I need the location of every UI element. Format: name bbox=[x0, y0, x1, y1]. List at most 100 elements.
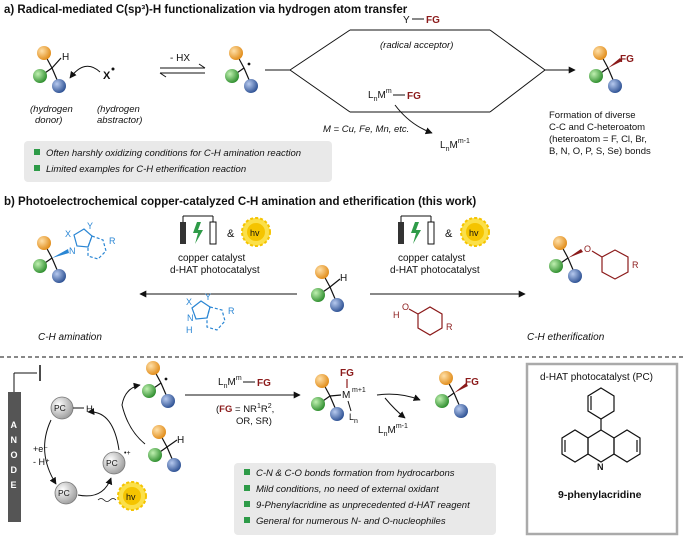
pc-h-species: PC H bbox=[50, 396, 93, 420]
svg-text:D: D bbox=[11, 465, 18, 475]
oh-nucleophile: H O R bbox=[393, 302, 453, 336]
advantage-bullet-2: Mild conditions, no need of external oxi… bbox=[256, 484, 439, 495]
svg-text:O: O bbox=[11, 450, 18, 460]
svg-text:E: E bbox=[11, 480, 17, 490]
metal-release-arrow bbox=[394, 104, 433, 135]
svg-text:&: & bbox=[445, 228, 453, 240]
advantages-box bbox=[234, 463, 496, 535]
svg-text:hv: hv bbox=[126, 492, 136, 502]
electrolysis-icon-right bbox=[398, 215, 435, 245]
svg-text:H: H bbox=[340, 273, 347, 284]
advantage-bullet-4: General for numerous N- and O-nucleophil… bbox=[256, 516, 446, 527]
svg-text:•+: •+ bbox=[124, 450, 131, 457]
radical-acceptor-label: (radical acceptor) bbox=[380, 40, 453, 51]
svg-text:X: X bbox=[65, 229, 71, 239]
oxidation-arrow bbox=[44, 419, 57, 485]
functionalized-product-a: FG bbox=[589, 46, 634, 93]
svg-text:(hydrogen: (hydrogen bbox=[97, 104, 140, 115]
svg-text:FG: FG bbox=[340, 368, 354, 379]
advantage-bullet-3: 9-Phenylacridine as unprecedented d-HAT … bbox=[256, 500, 470, 511]
nh-nucleophile: N H X Y R bbox=[186, 292, 235, 335]
etherification-product: O R bbox=[549, 236, 639, 283]
pathway-hexagon bbox=[265, 29, 576, 113]
svg-text:- H⁺: - H⁺ bbox=[33, 457, 50, 467]
svg-text:(heteroatom = F, Cl, Br,: (heteroatom = F, Cl, Br, bbox=[549, 134, 647, 145]
amination-product: N X Y R bbox=[33, 221, 116, 283]
svg-text:copper catalyst: copper catalyst bbox=[178, 253, 245, 264]
panel-a-title: a) Radical-mediated C(sp³)-H functionali… bbox=[4, 4, 408, 16]
svg-text:R: R bbox=[632, 260, 639, 270]
panel-b-title: b) Photoelectrochemical copper-catalyzed… bbox=[4, 196, 476, 208]
metal-fg-reagent: LnMm FG bbox=[368, 88, 421, 103]
svg-text:X: X bbox=[186, 297, 192, 307]
acridine-n: N bbox=[597, 462, 604, 472]
svg-text:H: H bbox=[186, 325, 193, 335]
hat-arrow bbox=[87, 408, 120, 451]
metal-complex: FG M m+1 Ln bbox=[311, 368, 366, 425]
svg-text:M: M bbox=[342, 390, 350, 401]
svg-text:H: H bbox=[86, 404, 93, 415]
svg-text:B, N, O, P, S, Se) bonds: B, N, O, P, S, Se) bonds bbox=[549, 146, 651, 157]
amination-label: C-H amination bbox=[38, 332, 102, 343]
svg-text:+e⁻: +e⁻ bbox=[33, 444, 48, 454]
lnmm1-cycle-label: LnMm-1 bbox=[378, 423, 408, 438]
equilibrium-arrows bbox=[159, 63, 206, 78]
svg-text:FG: FG bbox=[465, 377, 479, 388]
svg-text:N: N bbox=[69, 246, 76, 256]
lnmm-fg-label: LnMm bbox=[218, 375, 242, 390]
alkyl-radical-cycle bbox=[142, 361, 175, 408]
svg-text:N: N bbox=[187, 313, 194, 323]
light-icon-cycle: PC hv bbox=[117, 481, 147, 511]
fishhook-arrow bbox=[69, 65, 101, 79]
lnmm1-label: LnMm-1 bbox=[440, 138, 470, 153]
limitations-box bbox=[24, 141, 332, 182]
svg-text:d-HAT photocatalyst: d-HAT photocatalyst bbox=[390, 265, 480, 276]
svg-text:&: & bbox=[227, 228, 235, 240]
svg-text:Y: Y bbox=[205, 292, 211, 302]
svg-text:O: O bbox=[584, 244, 591, 254]
svg-text:donor): donor) bbox=[35, 115, 62, 126]
svg-text:Ln: Ln bbox=[349, 412, 358, 425]
svg-text:hv: hv bbox=[469, 228, 479, 238]
svg-text:A: A bbox=[11, 420, 18, 430]
svg-text:R: R bbox=[446, 322, 453, 332]
reductive-elimination-arrow bbox=[376, 393, 421, 401]
fg-label: FG bbox=[426, 15, 440, 26]
fg-definition-1: (FG = NR1R2, bbox=[216, 403, 274, 415]
photocatalyst-box bbox=[525, 362, 679, 536]
anode-electrode: A N O D E bbox=[8, 365, 41, 522]
svg-text:H: H bbox=[393, 310, 400, 320]
svg-text:abstractor): abstractor) bbox=[97, 115, 142, 126]
svg-text:O: O bbox=[402, 302, 409, 312]
substrate-molecule: H bbox=[311, 265, 347, 312]
svg-text:N: N bbox=[11, 435, 18, 445]
advantage-bullet-1: C-N & C-O bonds formation from hydrocarb… bbox=[256, 468, 455, 479]
light-icon-left: hv bbox=[241, 217, 271, 247]
limitation-bullet-2: Limited examples for C-H etherification … bbox=[46, 164, 246, 175]
final-product: FG bbox=[435, 371, 479, 418]
photocatalyst-name: 9-phenylacridine bbox=[558, 489, 642, 501]
svg-text:FG: FG bbox=[257, 378, 271, 389]
svg-text:copper catalyst: copper catalyst bbox=[398, 253, 465, 264]
svg-text:Y: Y bbox=[87, 221, 93, 231]
metals-label: M = Cu, Fe, Mn, etc. bbox=[323, 124, 409, 135]
minus-hx-label: - HX bbox=[170, 53, 190, 64]
svg-text:hv: hv bbox=[250, 228, 260, 238]
svg-text:Formation of diverse: Formation of diverse bbox=[549, 110, 636, 121]
electrolysis-icon-left bbox=[180, 215, 217, 245]
svg-text:LnMm: LnMm bbox=[368, 88, 392, 103]
light-wavy bbox=[97, 498, 117, 502]
svg-text:H: H bbox=[177, 435, 184, 446]
svg-text:R: R bbox=[228, 306, 235, 316]
svg-text:PC: PC bbox=[106, 458, 118, 468]
excitation-arrow bbox=[77, 477, 113, 497]
pc-ground-state: PC bbox=[54, 481, 78, 505]
pc-excited-species: PC •+ bbox=[102, 450, 131, 475]
photocatalyst-box-title: d-HAT photocatalyst (PC) bbox=[540, 372, 653, 383]
y-label: Y bbox=[403, 15, 410, 26]
svg-text:H: H bbox=[62, 52, 69, 63]
phenylacridine-structure bbox=[561, 387, 641, 463]
radical-formation-arrow bbox=[121, 382, 146, 445]
svg-text:PC: PC bbox=[58, 488, 70, 498]
